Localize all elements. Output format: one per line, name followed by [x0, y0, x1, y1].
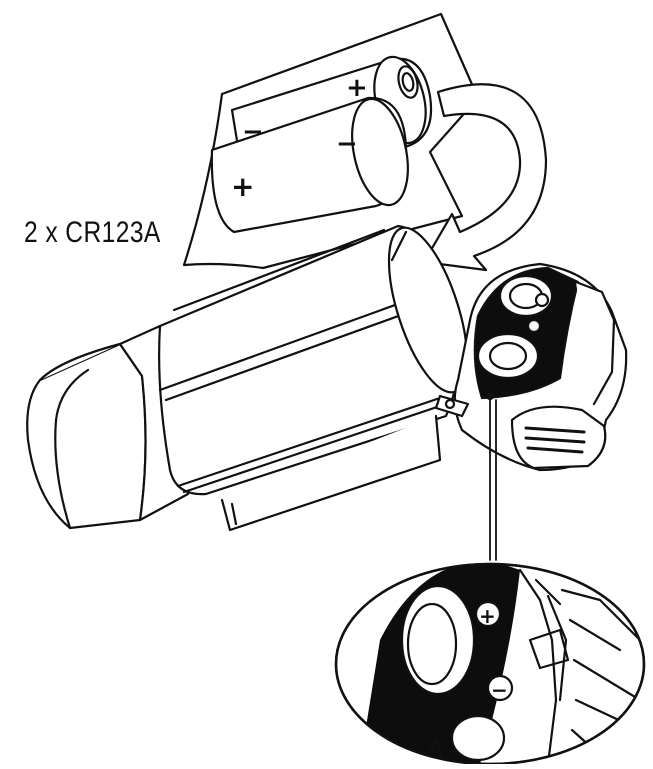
front-plus-mark: +: [231, 170, 254, 203]
flashlight-body: [26, 224, 469, 532]
zoom-button-bottom: [450, 714, 506, 762]
insertion-arrow: [422, 83, 548, 272]
front-minus-mark: −: [336, 129, 358, 159]
tail-cap: [434, 262, 628, 472]
polarity-markers: + − − +: [231, 73, 368, 203]
zoom-plus-mark: +: [479, 604, 496, 628]
zoom-minus-mark: −: [491, 678, 508, 702]
zoom-detail: + −: [334, 562, 646, 766]
battery-type-label: 2 x CR123A: [24, 216, 161, 249]
rear-plus-mark: +: [346, 73, 368, 103]
battery-front: [210, 96, 409, 234]
rear-minus-mark: −: [242, 117, 264, 147]
zoom-pointer-line: [489, 399, 497, 561]
